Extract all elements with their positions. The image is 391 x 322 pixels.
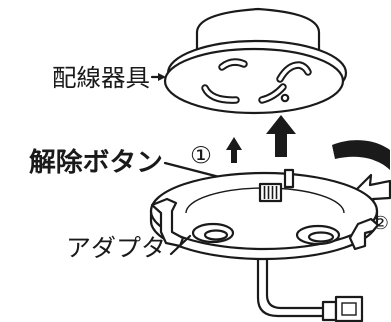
adapter-leader-line xyxy=(169,234,192,256)
hook-slot-top-right xyxy=(276,61,312,83)
hook-slot-opening xyxy=(203,86,238,102)
hook-slot-bottom-right xyxy=(258,83,287,104)
adapter-claw-left xyxy=(150,197,185,248)
connector-housing xyxy=(334,295,364,322)
release-button-label: 解除ボタン xyxy=(29,147,163,178)
hook-slot-bottom-left xyxy=(201,84,240,104)
terminal-hole xyxy=(280,93,290,103)
adapter xyxy=(149,168,380,261)
release-button-body xyxy=(258,182,283,203)
connector-boot xyxy=(321,300,338,322)
hook-slot-opening xyxy=(278,63,310,81)
hook-slot-opening xyxy=(260,85,285,102)
adapter-screw-pocket-left xyxy=(191,222,235,244)
wiring-device-label: 配線器具 xyxy=(52,64,150,92)
adapter-label: アダプタ xyxy=(66,234,166,262)
wiring-device-face xyxy=(163,47,345,115)
hook-slot-top-left xyxy=(218,58,248,71)
step-1-up-arrow-icon xyxy=(226,137,242,163)
hook-slot-opening xyxy=(220,60,246,69)
rotate-arrow-band-icon xyxy=(332,140,390,170)
adapter-cable xyxy=(256,257,325,318)
cable-wire xyxy=(256,257,325,318)
cable-connector xyxy=(321,295,364,322)
step-1-marker: ① xyxy=(190,143,212,169)
lift-up-arrow-icon xyxy=(266,115,296,157)
screw-hole xyxy=(203,229,229,241)
adapter-screw-pocket-right xyxy=(295,224,341,246)
wiring-device xyxy=(163,7,348,115)
connector-window xyxy=(341,302,357,316)
adapter-claw-right xyxy=(348,217,380,251)
release-button xyxy=(258,182,283,203)
cable-wire xyxy=(265,257,325,310)
wiring-device-leader-arrowhead-icon xyxy=(158,73,166,81)
screw-hole xyxy=(307,231,335,243)
adapter-guide-post xyxy=(283,168,295,189)
